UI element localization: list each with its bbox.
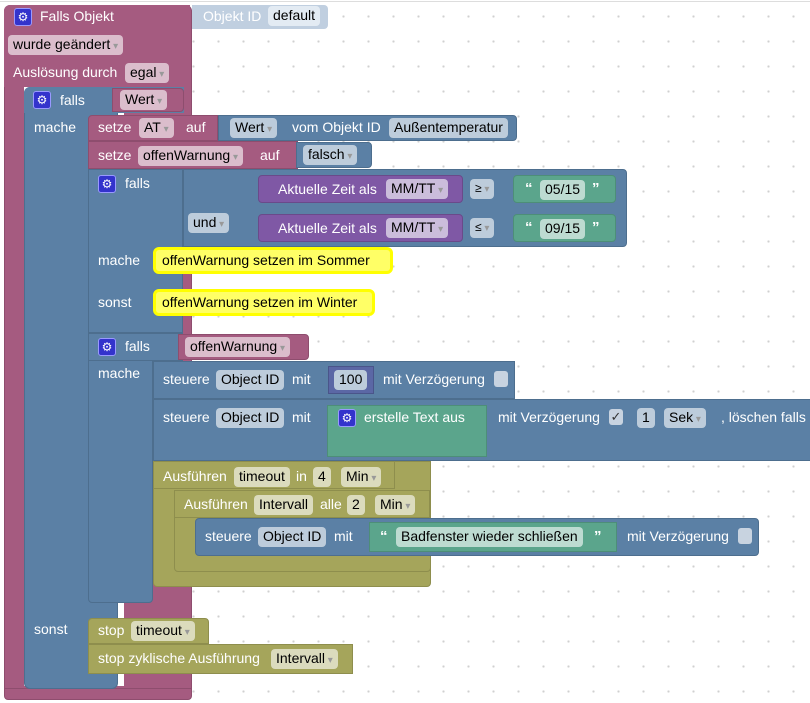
comment-summer-text: offenWarnung setzen im Sommer	[162, 252, 370, 268]
comment-winter-text: offenWarnung setzen im Winter	[162, 294, 358, 310]
timeout-value-field[interactable]: 4	[313, 467, 331, 487]
warn-var-dropdown[interactable]: offenWarnung	[185, 337, 290, 357]
control1-mit: mit	[292, 371, 311, 387]
object-field[interactable]: Außentemperatur	[389, 118, 508, 138]
stop-interval-label: stop zyklische Ausführung	[98, 650, 260, 666]
interval-unit-dropdown[interactable]: Min	[375, 495, 416, 515]
set-warn-auf: auf	[260, 147, 280, 163]
number-field[interactable]: 100	[334, 370, 368, 390]
season-sonst-label: sonst	[98, 294, 132, 310]
gear-icon[interactable]: ⚙	[14, 8, 32, 26]
control1-object-field[interactable]: Object ID	[216, 370, 285, 390]
warn-variable-dropdown[interactable]: offenWarnung	[138, 146, 243, 166]
timeout-label: Ausführen	[163, 468, 227, 484]
stop-interval-dropdown[interactable]: Intervall	[271, 649, 338, 669]
bool-dropdown[interactable]: falsch	[303, 145, 358, 165]
timeout-in: in	[296, 468, 307, 484]
attribute-dropdown[interactable]: Wert	[230, 118, 278, 138]
object-id-label: Objekt ID	[203, 8, 262, 24]
trigger-label: Auslösung durch	[13, 64, 118, 80]
delay-checkbox-3[interactable]	[738, 528, 752, 544]
control2-mit: mit	[292, 409, 311, 425]
time-label-2: Aktuelle Zeit als	[278, 220, 377, 236]
clear-label: , löschen falls	[721, 409, 806, 425]
interval-every: alle	[320, 496, 342, 512]
create-text-label: erstelle Text aus	[364, 409, 465, 425]
time-format-dropdown-1[interactable]: MM/TT	[386, 179, 449, 199]
delay-unit-dropdown[interactable]: Sek	[664, 408, 706, 428]
control2-object-field[interactable]: Object ID	[216, 408, 285, 428]
at-variable-dropdown[interactable]: AT	[139, 118, 174, 138]
timeout-name-field[interactable]: timeout	[234, 467, 290, 487]
trigger-dropdown[interactable]: egal	[125, 63, 170, 83]
quote-open-icon: “	[525, 180, 533, 197]
gear-icon[interactable]: ⚙	[338, 409, 356, 427]
stop-timeout-dropdown[interactable]: timeout	[131, 621, 195, 641]
warn-mache-label: mache	[98, 365, 141, 381]
if-warn-block[interactable]	[88, 333, 153, 603]
text-value-2[interactable]: 09/15	[540, 219, 586, 239]
quote-open-icon: “	[380, 528, 388, 545]
quote-close-icon: ”	[592, 219, 600, 236]
workspace-border	[0, 1, 810, 2]
control3-delay-label: mit Verzögerung	[627, 528, 729, 544]
control3-label: steuere	[205, 528, 252, 544]
time-label-1: Aktuelle Zeit als	[278, 181, 377, 197]
set-at-label: setze	[98, 119, 132, 135]
change-mode-dropdown[interactable]: wurde geändert	[8, 35, 124, 55]
event-block-foot	[4, 688, 192, 700]
gear-icon[interactable]: ⚙	[98, 338, 116, 356]
operator-dropdown-1[interactable]: ≥	[470, 179, 495, 199]
set-at-auf: auf	[186, 119, 206, 135]
quote-close-icon: ”	[592, 180, 600, 197]
text-value-3[interactable]: Badfenster wieder schließen	[396, 527, 583, 547]
quote-close-icon: ”	[594, 528, 602, 545]
control3-object-field[interactable]: Object ID	[258, 527, 327, 547]
control1-label: steuere	[163, 371, 210, 387]
interval-label: Ausführen	[184, 496, 248, 512]
interval-value-field[interactable]: 2	[347, 495, 365, 515]
mache-label: mache	[34, 119, 77, 135]
delay-checkbox-1[interactable]	[494, 371, 508, 387]
comment-summer[interactable]	[153, 247, 393, 274]
if-falls-label: falls	[60, 92, 85, 108]
gear-icon[interactable]: ⚙	[33, 91, 51, 109]
set-warn-label: setze	[98, 147, 132, 163]
timeout-unit-dropdown[interactable]: Min	[341, 467, 382, 487]
delay-value-field[interactable]: 1	[637, 408, 655, 428]
and-dropdown[interactable]: und	[188, 213, 230, 233]
control2-label: steuere	[163, 409, 210, 425]
operator-dropdown-2[interactable]: ≤	[470, 218, 495, 238]
text-value-1[interactable]: 05/15	[540, 180, 586, 200]
time-format-dropdown-2[interactable]: MM/TT	[386, 218, 449, 238]
sonst-label: sonst	[34, 621, 68, 637]
wert-dropdown[interactable]: Wert	[120, 90, 168, 110]
warn-falls-label: falls	[125, 338, 150, 354]
control1-delay-label: mit Verzögerung	[383, 371, 485, 387]
control2-delay-label: mit Verzögerung	[498, 409, 600, 425]
interval-name-field[interactable]: Intervall	[254, 495, 314, 515]
stop-label: stop	[98, 622, 125, 638]
gear-icon[interactable]: ⚙	[98, 175, 116, 193]
season-mache-label: mache	[98, 252, 141, 268]
object-id-field[interactable]: default	[268, 6, 321, 26]
season-falls-label: falls	[125, 175, 150, 191]
event-title: Falls Objekt	[40, 8, 114, 24]
quote-open-icon: “	[525, 219, 533, 236]
control3-mit: mit	[334, 528, 353, 544]
comment-winter[interactable]	[153, 289, 375, 316]
from-object-label: vom Objekt ID	[292, 119, 381, 135]
delay-checkbox-2[interactable]: ✓	[609, 409, 623, 425]
